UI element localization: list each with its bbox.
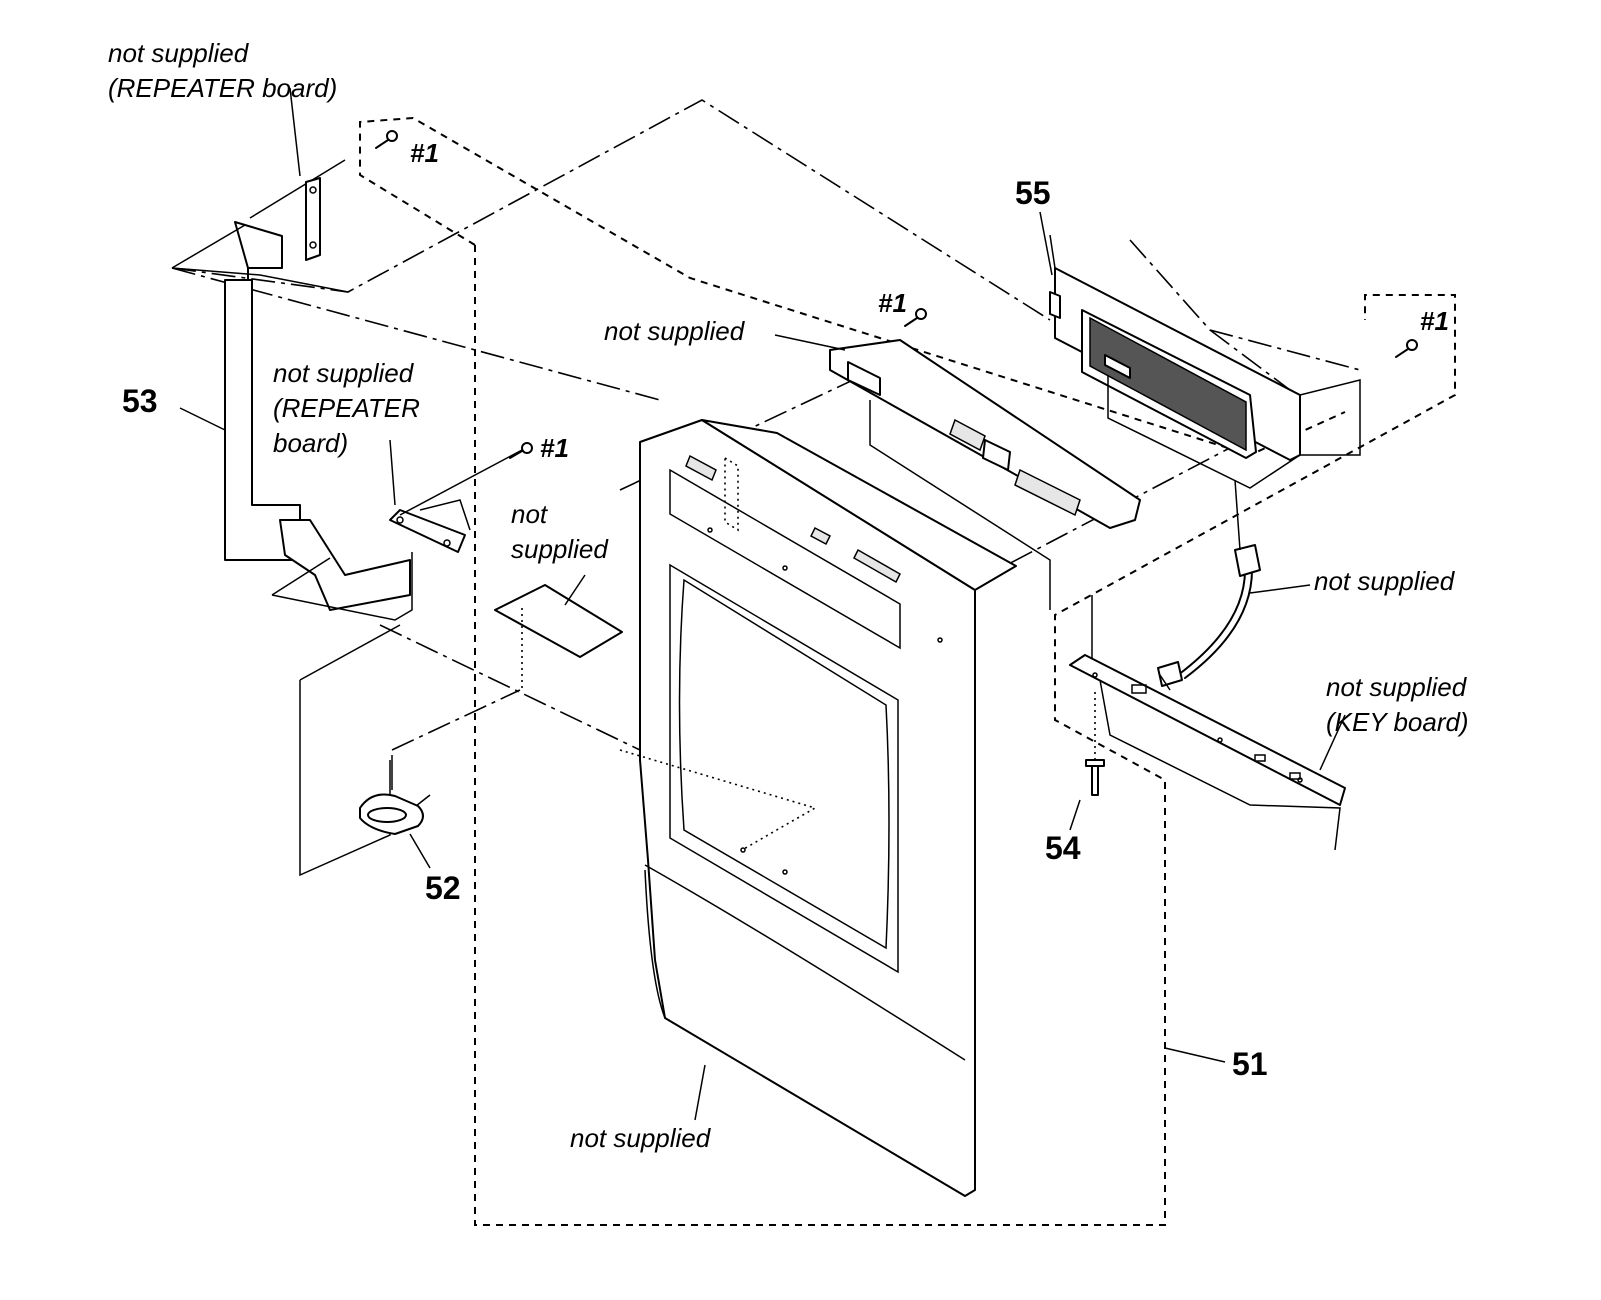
label-screw-right: #1 <box>1420 306 1449 336</box>
screw-right <box>1395 339 1418 358</box>
label-not-supplied-front: not supplied <box>570 1123 711 1153</box>
leader-ns-cable <box>1249 584 1311 594</box>
label-not-supplied-board: not supplied <box>604 316 745 346</box>
screw-mid <box>509 442 533 459</box>
plane-top-left <box>171 159 349 293</box>
leader-51 <box>1164 1047 1226 1063</box>
assembly-line-53 <box>171 267 661 401</box>
repeater-board-bracket-mid <box>389 439 523 553</box>
screw-top <box>904 308 927 327</box>
label-part-53: 53 <box>122 383 158 419</box>
leader-54 <box>1069 799 1081 831</box>
label-card <box>494 584 623 658</box>
leader-key-board <box>1319 714 1346 771</box>
label-part-54: 54 <box>1045 830 1081 866</box>
screw-top-left <box>375 130 398 149</box>
leader-53 <box>179 407 226 431</box>
ribbon-cable-53 <box>224 221 411 611</box>
label-key-board: not supplied (KEY board) <box>1326 672 1469 738</box>
label-part-52: 52 <box>425 870 461 906</box>
label-not-supplied-cable: not supplied <box>1314 566 1455 596</box>
key-board <box>1069 654 1346 851</box>
label-screw-top-left: #1 <box>410 138 439 168</box>
label-repeater-board-mid: not supplied (REPEATER board) <box>273 358 420 459</box>
board-55 <box>1049 234 1361 489</box>
assembly-line-52 <box>391 689 521 751</box>
knob-52 <box>359 755 431 869</box>
leader-ns-front <box>694 1064 706 1121</box>
front-panel <box>619 419 1017 1197</box>
assembly-line-55 <box>1129 239 1361 391</box>
label-screw-top: #1 <box>878 288 907 318</box>
repeater-board-bracket-top <box>289 87 321 261</box>
label-part-55: 55 <box>1015 175 1051 211</box>
label-not-supplied-panel: not supplied <box>511 499 608 565</box>
leader-ns-board <box>774 334 846 351</box>
plane-bracket-box <box>299 624 401 877</box>
assembly-line-lower <box>379 624 641 751</box>
leader-55 <box>1039 211 1053 276</box>
assembly-line-top <box>171 99 1051 321</box>
screw-54 <box>1085 690 1105 796</box>
top-board <box>829 339 1141 660</box>
label-screw-mid: #1 <box>540 433 569 463</box>
plane-lower-left <box>271 552 413 621</box>
label-repeater-board-top: not supplied (REPEATER board) <box>108 38 338 104</box>
label-part-51: 51 <box>1232 1046 1268 1082</box>
leader-ns-panel <box>564 574 586 606</box>
